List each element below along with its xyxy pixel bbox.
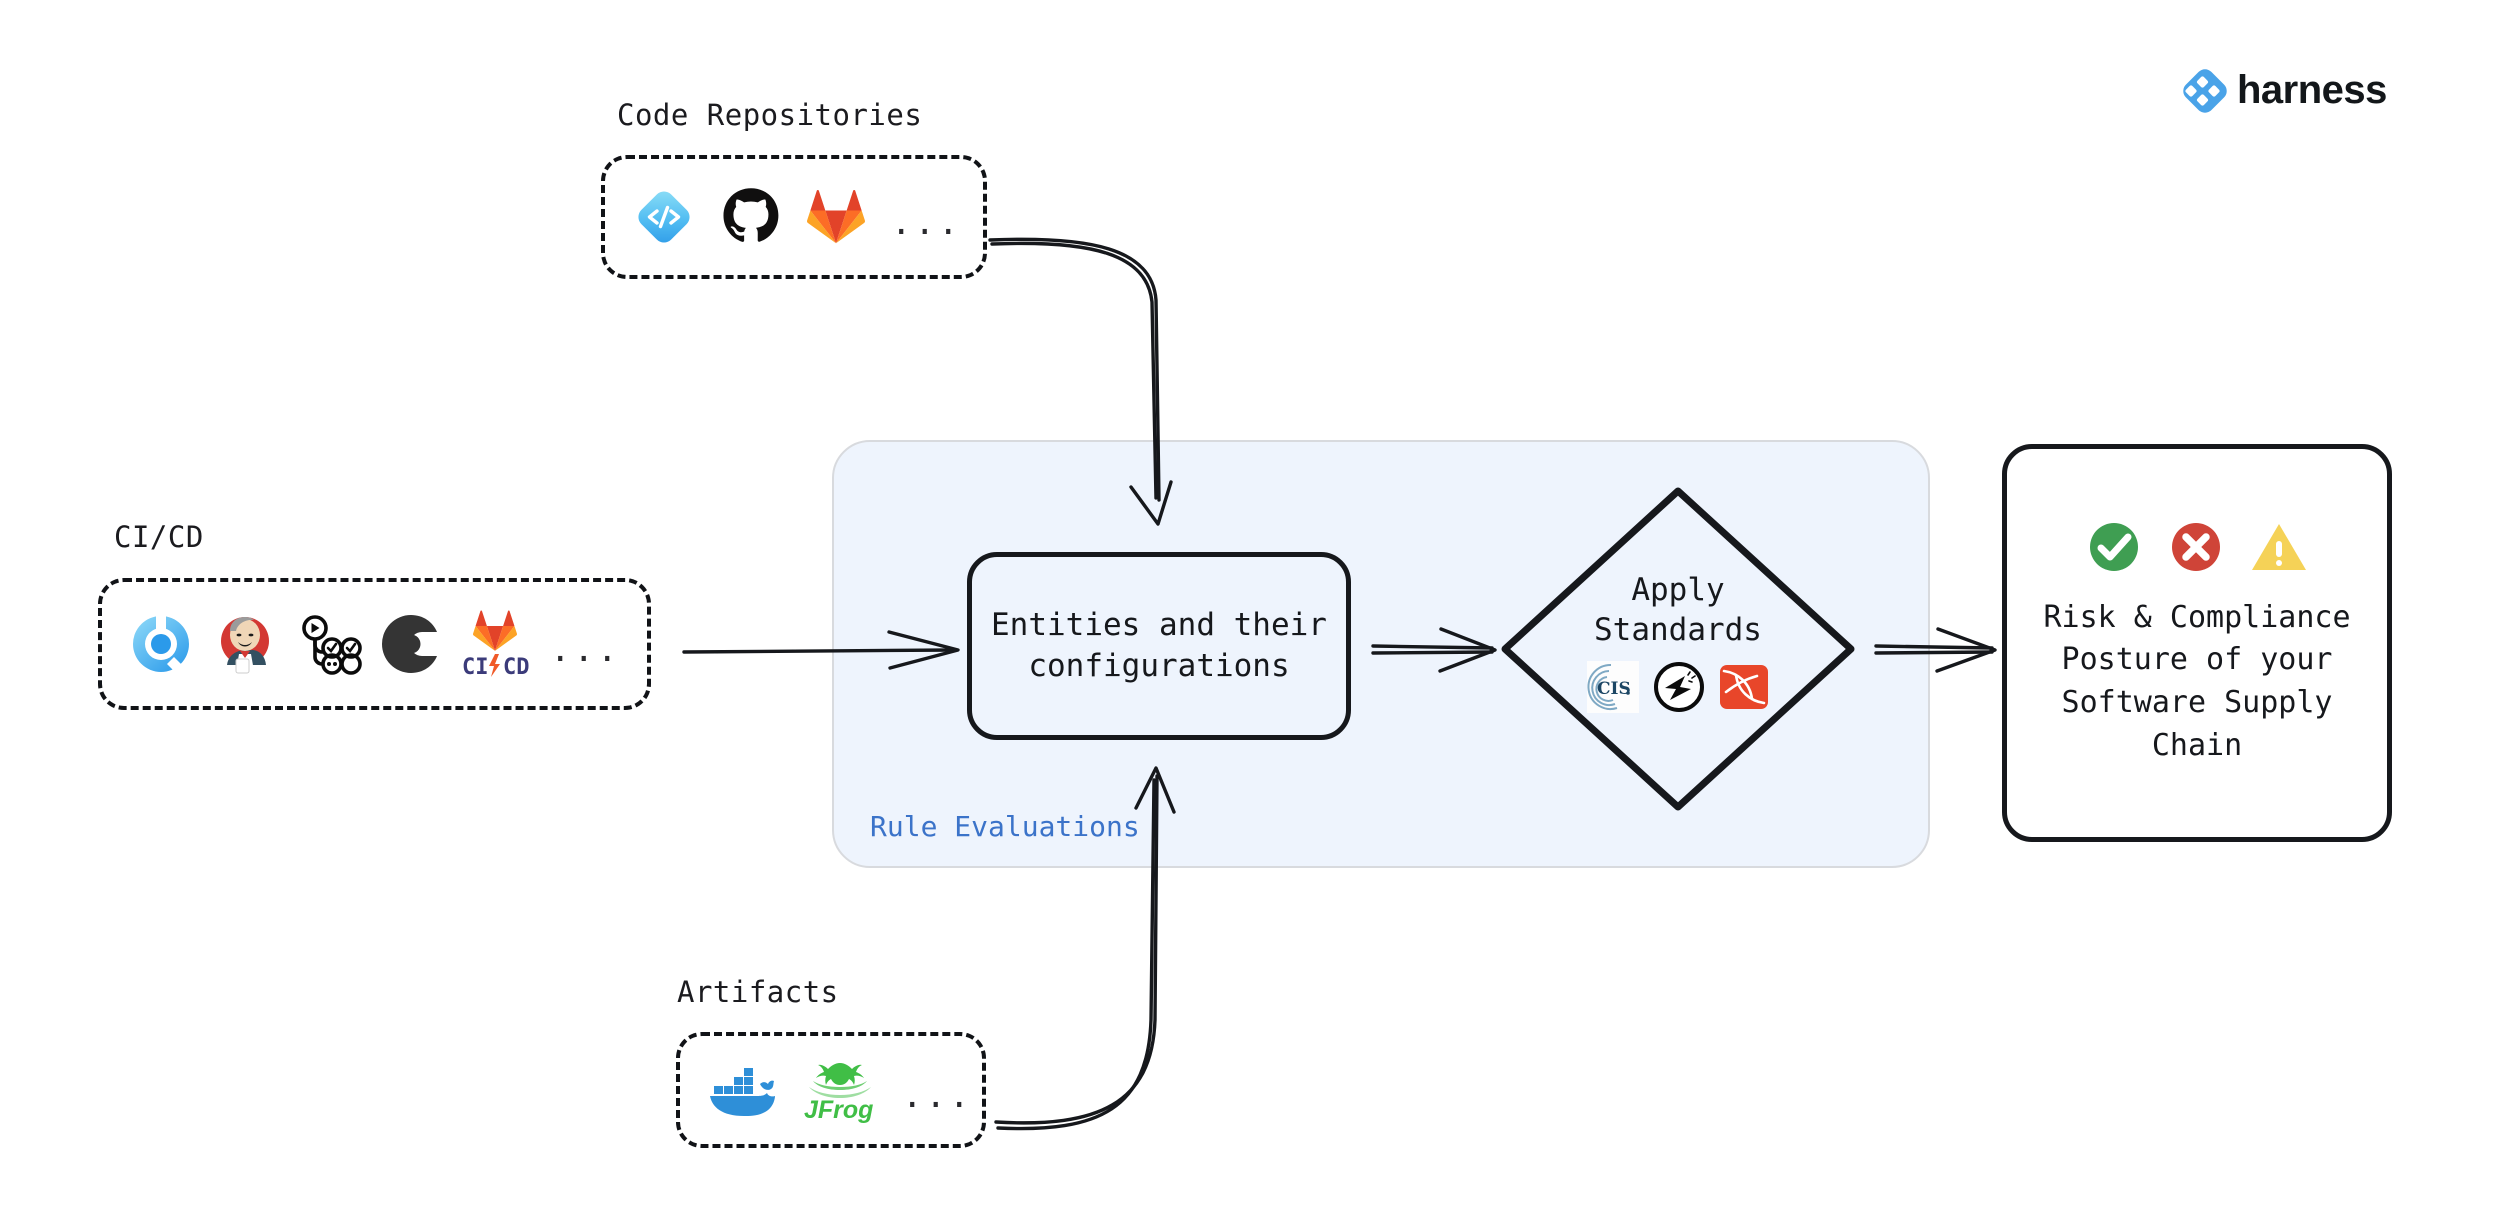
group-label-artifacts: Artifacts xyxy=(677,975,839,1009)
jenkins-icon xyxy=(214,613,276,675)
artifacts-overflow: ... xyxy=(902,1076,973,1116)
source-group-ci-cd: CI CD ... xyxy=(98,578,651,710)
github-icon xyxy=(721,187,781,247)
connector-standards-to-result xyxy=(1874,627,1997,673)
connector-code-repos-to-entities xyxy=(988,237,1173,526)
warning-triangle-icon xyxy=(2250,519,2308,575)
rule-evaluations-label: Rule Evaluations xyxy=(870,810,1140,843)
gitlab-icon xyxy=(806,188,866,246)
svg-text:CD: CD xyxy=(503,655,530,680)
connector-entities-to-standards xyxy=(1371,627,1497,673)
harness-brand-logo: harness xyxy=(2183,68,2387,113)
source-group-code-repositories: ... xyxy=(601,155,987,279)
harness-wordmark: harness xyxy=(2237,68,2387,112)
gitlab-cicd-icon: CI CD xyxy=(462,610,530,680)
group-label-code-repositories: Code Repositories xyxy=(617,98,923,132)
connector-cicd-to-entities xyxy=(682,630,960,670)
x-circle-icon xyxy=(2168,519,2224,575)
harness-code-icon xyxy=(633,186,695,248)
entities-node-label: Entities and their configurations xyxy=(991,607,1327,684)
circleci-icon xyxy=(382,615,440,673)
check-circle-icon xyxy=(2086,519,2142,575)
result-node-label: Risk & Compliance Posture of your Softwa… xyxy=(2043,599,2351,763)
entities-and-configurations-node[interactable]: Entities and their configurations xyxy=(967,552,1351,740)
connector-artifacts-to-entities xyxy=(994,766,1176,1131)
svg-text:JFrog: JFrog xyxy=(804,1096,873,1124)
harness-ci-icon xyxy=(130,613,192,676)
github-actions-icon xyxy=(298,615,362,675)
status-icon-row xyxy=(2086,519,2308,575)
docker-icon xyxy=(708,1061,778,1119)
group-label-ci-cd: CI/CD xyxy=(114,520,204,554)
source-group-artifacts: JFrog ... xyxy=(676,1032,986,1148)
risk-compliance-result-node[interactable]: Risk & Compliance Posture of your Softwa… xyxy=(2002,444,2392,842)
harness-diamond-logo-icon xyxy=(2183,68,2227,113)
code-repositories-overflow: ... xyxy=(891,203,962,243)
ci-cd-overflow: ... xyxy=(550,630,621,670)
jfrog-icon: JFrog xyxy=(804,1057,876,1124)
svg-text:CI: CI xyxy=(462,655,489,680)
